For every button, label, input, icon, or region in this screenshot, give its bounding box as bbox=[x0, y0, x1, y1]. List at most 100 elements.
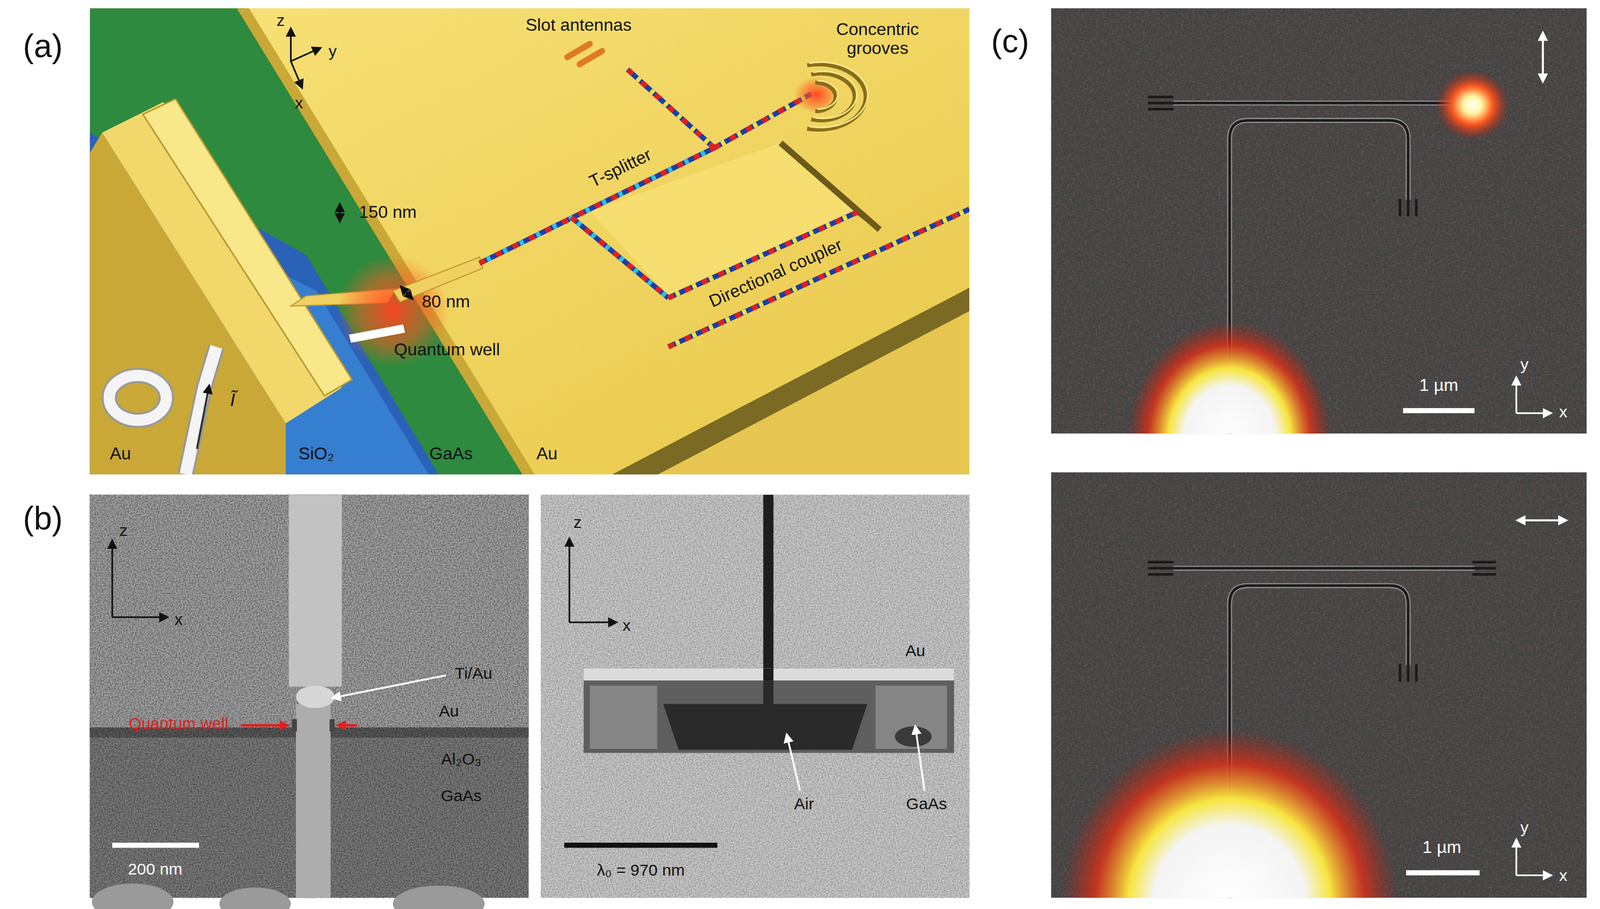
emission-image-part bbox=[1127, 321, 1333, 434]
device-schematic-part-part bbox=[668, 209, 970, 347]
component-label: T-splitter bbox=[586, 145, 655, 192]
device-schematic-part-part bbox=[627, 69, 715, 149]
sem-cross-section-part bbox=[329, 719, 335, 732]
device-schematic-part-part bbox=[479, 147, 715, 264]
emission-image-part bbox=[1516, 874, 1551, 877]
sem-cross-section-part bbox=[392, 885, 485, 909]
emission-image-part bbox=[1516, 412, 1551, 415]
sem-slot-cross-section-part bbox=[763, 667, 774, 681]
device-schematic-part bbox=[109, 375, 167, 420]
device-schematic-part-part bbox=[668, 209, 970, 347]
sem-cross-section-part bbox=[288, 494, 342, 687]
dimension-arrows-part bbox=[290, 47, 321, 62]
material-label: Au bbox=[905, 642, 926, 660]
axis-label: x bbox=[1559, 403, 1568, 422]
device-schematic-part-part bbox=[817, 80, 838, 109]
device-schematic-part-part bbox=[571, 217, 669, 298]
emission-image-part bbox=[1515, 377, 1517, 413]
sem-slot-cross-section-part bbox=[915, 726, 925, 791]
device-schematic-part bbox=[101, 101, 342, 424]
sem-slot-cross-section bbox=[540, 494, 970, 898]
material-label: Air bbox=[794, 794, 815, 813]
device-schematic-part-part bbox=[811, 73, 855, 121]
sem-cross-section-part bbox=[219, 887, 292, 909]
component-label: Concentric grooves bbox=[821, 19, 934, 59]
emission-image-part-part bbox=[1147, 97, 1174, 110]
material-label: Au bbox=[109, 444, 131, 464]
sem-slot-cross-section-part bbox=[540, 494, 970, 898]
panel-letter: (c) bbox=[991, 22, 1030, 59]
device-schematic-part bbox=[612, 287, 970, 475]
device-schematic-part bbox=[90, 8, 970, 475]
device-schematic-part bbox=[90, 8, 529, 475]
material-label: Ti/Au bbox=[454, 664, 493, 682]
emission-image-part bbox=[1403, 408, 1475, 413]
sem-cross-section-part bbox=[90, 494, 529, 898]
sem-cross-section-part bbox=[91, 883, 174, 909]
panel-letter: (b) bbox=[22, 500, 63, 537]
device-schematic-part-part bbox=[567, 43, 590, 58]
emission-image-part-part bbox=[1400, 198, 1417, 217]
sem-cross-section-part bbox=[291, 719, 297, 732]
sem-slot-cross-section-part bbox=[663, 680, 868, 750]
axis-label: z bbox=[276, 11, 285, 30]
device-schematic-part-part bbox=[815, 82, 836, 112]
emission-image-part bbox=[1051, 8, 1588, 434]
device-schematic-part-part bbox=[627, 69, 715, 149]
sem-cross-section-part bbox=[112, 842, 199, 848]
scale-bar-label: 200 nm bbox=[127, 860, 183, 879]
device-schematic-part bbox=[857, 212, 880, 230]
emission-image bbox=[1051, 472, 1588, 898]
material-label: GaAs bbox=[440, 786, 482, 805]
sem-cross-section bbox=[90, 494, 529, 909]
device-schematic-part-part bbox=[479, 147, 715, 264]
sem-slot-cross-section-part bbox=[583, 667, 955, 681]
emission-image-part-part bbox=[1173, 565, 1475, 571]
sem-slot-cross-section-part bbox=[568, 538, 571, 623]
sem-slot-cross-section-part bbox=[540, 494, 970, 898]
current-symbol: Ĩ bbox=[230, 389, 236, 410]
emission-image-part bbox=[1051, 8, 1588, 434]
scale-bar-label: 1 µm bbox=[1422, 838, 1462, 858]
sem-cross-section-part bbox=[295, 704, 331, 899]
device-schematic-part-part bbox=[627, 69, 715, 149]
scale-bar-label: 1 µm bbox=[1419, 376, 1459, 396]
emission-image-part bbox=[1515, 839, 1517, 875]
axis-label: x bbox=[174, 610, 183, 629]
dimension-arrows bbox=[290, 28, 412, 299]
sem-slot-cross-section-part bbox=[894, 726, 932, 747]
device-schematic-part bbox=[780, 142, 880, 230]
sem-cross-section-part bbox=[112, 616, 168, 618]
emission-image-part-part bbox=[1173, 567, 1475, 570]
emission-image-part bbox=[1517, 519, 1567, 522]
dimension-label: 150 nm bbox=[359, 202, 417, 222]
axis-label: x bbox=[294, 93, 303, 112]
sem-slot-cross-section-part bbox=[569, 621, 617, 624]
material-label: Al₂O₃ bbox=[440, 749, 482, 768]
component-label: Quantum well bbox=[128, 714, 229, 733]
emission-image-part bbox=[1435, 70, 1509, 141]
device-schematic-part bbox=[567, 43, 602, 65]
device-schematic-part bbox=[185, 346, 217, 475]
sem-slot-cross-section-part bbox=[589, 685, 658, 749]
sem-slot-cross-section-part bbox=[875, 685, 948, 749]
axis-label: y bbox=[1520, 818, 1529, 837]
sem-cross-section-part bbox=[240, 723, 288, 727]
material-label: GaAs bbox=[906, 794, 948, 813]
device-schematic-part-part bbox=[668, 209, 970, 347]
axis-label: y bbox=[328, 42, 337, 60]
device-schematic-part-part bbox=[571, 217, 669, 298]
material-label: Au bbox=[536, 444, 558, 464]
material-label: SiO₂ bbox=[298, 444, 335, 464]
device-schematic-part bbox=[809, 61, 868, 128]
dimension-arrows-part bbox=[290, 61, 302, 88]
sem-slot-cross-section-part bbox=[786, 734, 800, 791]
sem-slot-cross-section-part bbox=[564, 842, 718, 848]
axis-label: y bbox=[1520, 355, 1529, 374]
dimension-label: 80 nm bbox=[421, 292, 470, 312]
device-schematic-part bbox=[479, 69, 970, 348]
sem-cross-section-part bbox=[90, 494, 529, 898]
